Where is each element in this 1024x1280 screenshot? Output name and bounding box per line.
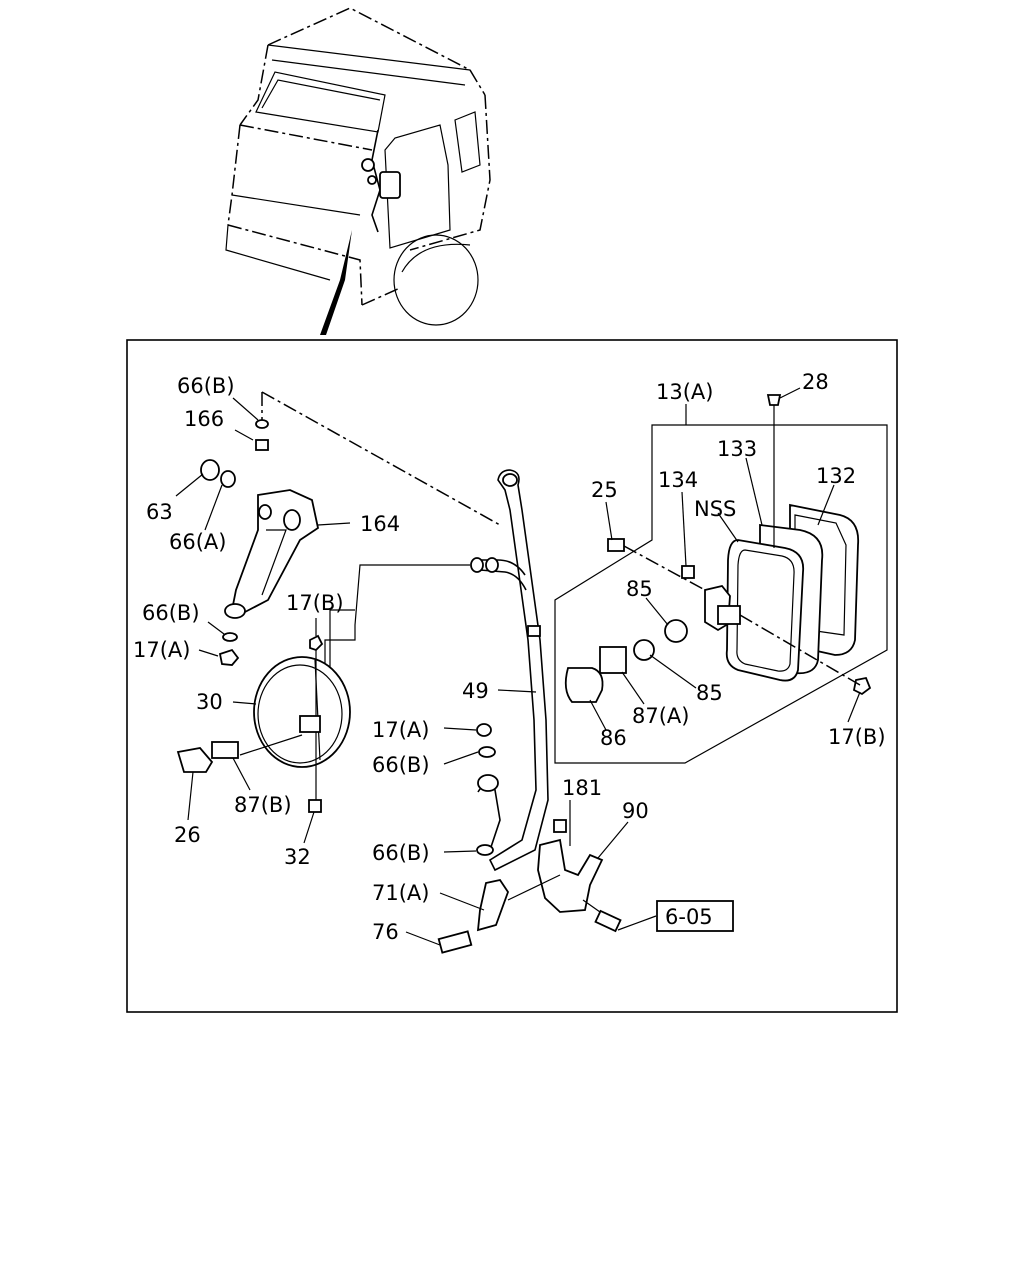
- callout-26: 26: [174, 823, 201, 847]
- callout-25: 25: [591, 478, 618, 502]
- callout-134: 134: [658, 468, 698, 492]
- callout-63: 63: [146, 500, 173, 524]
- callout-30: 30: [196, 690, 223, 714]
- callout-17B-left: 17(B): [286, 591, 344, 615]
- callout-71A: 71(A): [372, 881, 429, 905]
- callout-181: 181: [562, 776, 602, 800]
- mirror-stay-49: [470, 469, 549, 872]
- callout-66A: 66(A): [169, 530, 226, 554]
- callout-17B-right: 17(B): [828, 725, 886, 749]
- callout-17A-mid: 17(A): [372, 718, 429, 742]
- callout-66B-mid: 66(B): [372, 753, 430, 777]
- callout-90: 90: [622, 799, 649, 823]
- callout-86: 86: [600, 726, 627, 750]
- callout-85-bottom: 85: [696, 681, 723, 705]
- callout-66B-low: 66(B): [372, 841, 430, 865]
- leader-lines: [175, 387, 861, 946]
- callout-87A: 87(A): [632, 704, 689, 728]
- mirror-assembly-13A: [554, 394, 888, 764]
- callout-133: 133: [717, 437, 757, 461]
- callout-28: 28: [802, 370, 829, 394]
- callout-17A-left: 17(A): [133, 638, 190, 662]
- detail-frame: [126, 339, 898, 1013]
- callout-32: 32: [284, 845, 311, 869]
- callout-166: 166: [184, 407, 224, 431]
- callout-164: 164: [360, 512, 400, 536]
- callout-66B-top: 66(B): [177, 374, 235, 398]
- callout-76: 76: [372, 920, 399, 944]
- callout-85-top: 85: [626, 577, 653, 601]
- round-lamp-30: [176, 634, 351, 813]
- reference-box: [656, 900, 734, 932]
- lower-bracket: [437, 723, 622, 954]
- callout-NSS: NSS: [694, 497, 736, 521]
- callout-66B-left: 66(B): [142, 601, 200, 625]
- callout-13A: 13(A): [656, 380, 713, 404]
- reference-label: 6-05: [665, 905, 713, 929]
- callout-87B: 87(B): [234, 793, 292, 817]
- callout-49: 49: [462, 679, 489, 703]
- truck-cab-illustration: [225, 7, 491, 335]
- callout-132: 132: [816, 464, 856, 488]
- bracket-164: [200, 419, 320, 666]
